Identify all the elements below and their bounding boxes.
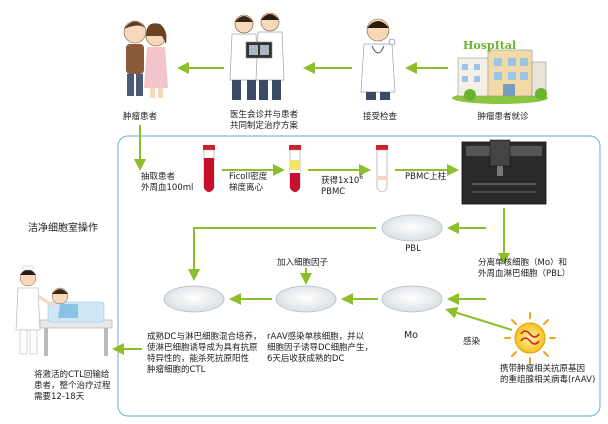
label-separate: 分离单核细胞（Mo）和 外周血淋巴细胞（PBL）	[478, 258, 571, 279]
label-virus: 携带肿瘤相关抗原基因 的重组腺相关病毒(rAAV)	[500, 364, 596, 385]
label-doctor-consult: 医生会诊并与患者 共同制定治疗方案	[229, 110, 298, 131]
label-patient: 肿瘤患者	[122, 112, 157, 122]
hospital-icon	[452, 49, 548, 104]
mo-dish-icon	[381, 285, 443, 313]
exam-doctor-icon	[360, 18, 396, 100]
label-pbmc-column: PBMC上柱	[405, 172, 447, 182]
label-mo: Mo	[403, 330, 418, 341]
raav-dish-icon	[275, 285, 337, 313]
label-return: 将激活的CTL回输给 患者，整个治疗过程 需要12-18天	[34, 370, 111, 402]
arrow-virus-to-mo	[445, 306, 513, 331]
patient-couple-icon	[123, 20, 168, 98]
virus-icon	[504, 312, 556, 364]
label-ficoll: Ficoll密度 梯度离心	[229, 172, 268, 193]
blood-tube-icon	[203, 145, 215, 193]
arrow-pbl-to-coculture	[188, 227, 376, 281]
pbl-dish-icon	[381, 214, 443, 242]
separation-machine-icon	[461, 139, 547, 205]
ficoll-tube-icon	[289, 145, 301, 193]
label-pbl: PBL	[405, 244, 421, 254]
label-visit: 肿瘤患者就诊	[477, 112, 529, 122]
label-raav-infect: rAAV感染单核细胞，并以 细胞因子诱导DC细胞产生， 6天后收获成熟的DC	[267, 332, 373, 364]
clean-room-frame	[117, 135, 601, 417]
label-exam: 接受检查	[362, 112, 397, 122]
pbmc-tube-icon	[376, 145, 388, 193]
hospital-sign: HospItal	[463, 39, 517, 52]
coculture-dish-icon	[163, 285, 225, 313]
doctors-consult-icon	[229, 12, 285, 100]
nurse-bed-icon	[15, 265, 113, 356]
label-infect: 感染	[463, 337, 481, 347]
label-clean-room: 洁净细胞室操作	[28, 223, 98, 234]
label-draw-blood: 抽取患者 外周血100ml	[141, 172, 194, 193]
label-coculture: 成熟DC与淋巴细胞混合培养， 使淋巴细胞诱导成为具有抗原 特异性的，能杀死抗原阳…	[147, 332, 262, 375]
label-add-cytokine: 加入细胞因子	[277, 258, 329, 268]
